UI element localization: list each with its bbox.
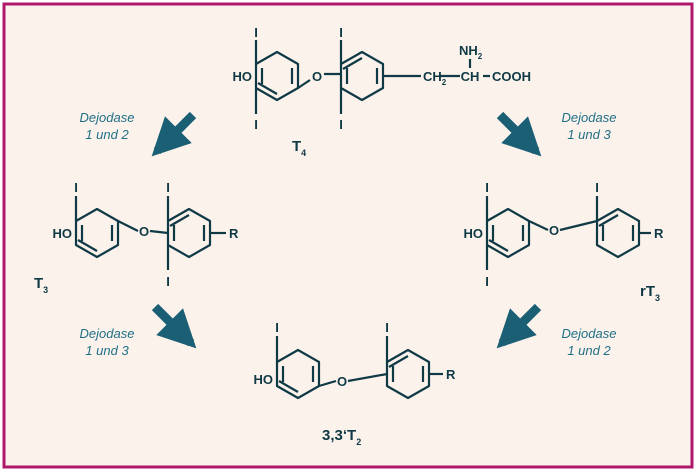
arrow-t4-to-rt3 xyxy=(496,111,542,157)
t2-label: 3,3‘T2 xyxy=(322,427,361,447)
arrow-t4-to-t3 xyxy=(151,111,197,157)
enzyme-top-left-line2: 1 und 2 xyxy=(85,127,129,142)
arrow-rt3-to-t2 xyxy=(496,303,542,349)
rt3-label: rT3 xyxy=(640,283,660,303)
t2-iodo-b-top: I xyxy=(385,320,389,335)
t3-label: T3 xyxy=(34,275,48,295)
enzyme-top-left-line1: Dejodase xyxy=(80,110,135,125)
t3-iodo-a-top: I xyxy=(74,180,78,195)
t4-label: T4 xyxy=(292,138,306,158)
enzyme-bottom-right-line1: Dejodase xyxy=(562,326,617,341)
t4-iodo-b-bottom: I xyxy=(339,117,343,132)
enzyme-top-right-line1: Dejodase xyxy=(562,110,617,125)
enzyme-bottom-right-line2: 1 und 2 xyxy=(567,343,611,358)
rt3-hydroxyl: HO xyxy=(464,226,484,241)
t2-iodo-a-top: I xyxy=(275,320,279,335)
t3-iodo-b-top: I xyxy=(166,180,170,195)
t4-ch2: CH2 xyxy=(423,69,447,87)
t4-hydroxyl: HO xyxy=(233,69,253,84)
t2-ether-oxygen: O xyxy=(337,374,347,389)
arrow-t3-to-t2 xyxy=(151,303,197,349)
t3-iodo-b-bottom: I xyxy=(166,274,170,289)
t4-ch: CH xyxy=(461,69,480,84)
t3-ether-oxygen: O xyxy=(139,224,149,239)
t4-iodo-b-top: I xyxy=(339,25,343,40)
t2-hydroxyl: HO xyxy=(254,372,274,387)
rt3-iodo-b-top: I xyxy=(595,180,599,195)
rt3-ether-oxygen: O xyxy=(549,223,559,238)
reaction-arrows xyxy=(151,111,542,349)
t4-iodo-a-bottom: I xyxy=(254,117,258,132)
bond-lines xyxy=(74,40,651,400)
t4-ether-oxygen: O xyxy=(312,69,322,84)
enzyme-bottom-left-line2: 1 und 3 xyxy=(85,343,129,358)
t2-residue: R xyxy=(446,367,456,382)
enzyme-top-right-line2: 1 und 3 xyxy=(567,127,611,142)
t4-iodo-a-top: I xyxy=(254,25,258,40)
rt3-iodo-a-bottom: I xyxy=(485,274,489,289)
t4-cooh: COOH xyxy=(492,69,531,84)
t3-residue: R xyxy=(229,226,239,241)
t3-hydroxyl: HO xyxy=(53,226,73,241)
t4-nh2: NH2 xyxy=(459,43,483,61)
enzyme-bottom-left-line1: Dejodase xyxy=(80,326,135,341)
rt3-iodo-a-top: I xyxy=(485,180,489,195)
rt3-residue: R xyxy=(654,226,664,241)
